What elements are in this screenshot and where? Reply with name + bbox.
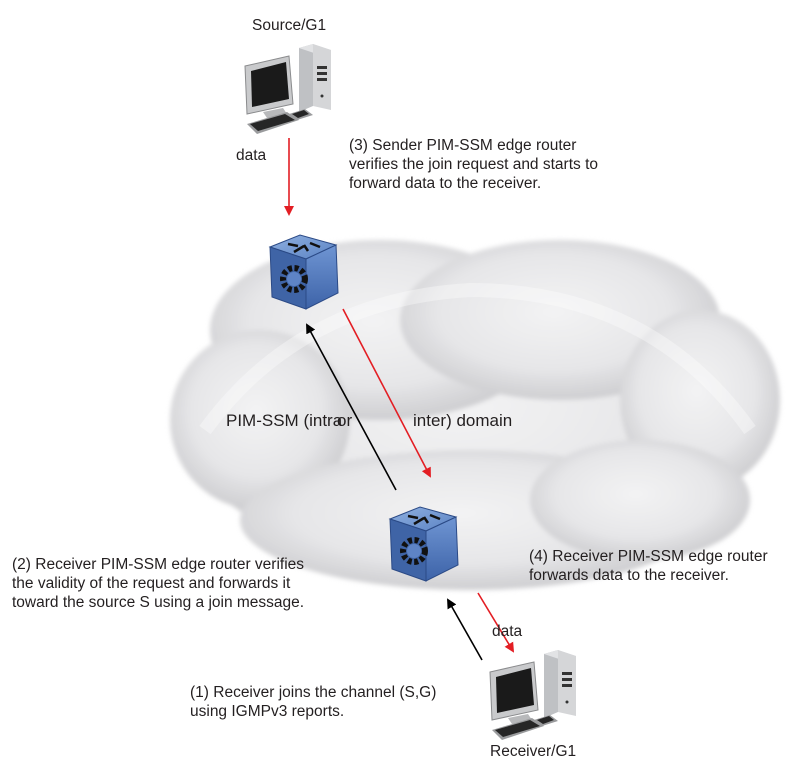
data-label-source: data [236,147,267,164]
step3-line: verifies the join request and starts to [349,156,598,173]
data-arrow-receiver-router-to-receiver [477,592,515,653]
sender-router [264,231,344,316]
data-arrow-sender-to-receiver-router [342,308,431,478]
source-computer [243,44,335,139]
join-arrow-receiver-to-receiver-router [447,598,483,661]
router-icon [268,234,339,310]
step4-description: (4) Receiver PIM-SSM edge router forward… [529,547,768,585]
step1-line: using IGMPv3 reports. [190,703,345,720]
step3-line: (3) Sender PIM-SSM edge router [349,137,577,154]
step4-line: forwards data to the receiver. [529,567,729,584]
step2-description: (2) Receiver PIM-SSM edge router verifie… [12,555,304,612]
source-label: Source/G1 [252,17,327,34]
join-arrow-receiver-router-to-sender-router [306,323,397,491]
cloud-label-inter: inter) domain [413,411,513,430]
cloud-label-intra: PIM-SSM (intra [226,411,343,430]
step4-line: (4) Receiver PIM-SSM edge router [529,548,768,565]
desktop-computer-icon [244,44,331,134]
step3-line: forward data to the receiver. [349,175,542,192]
data-label-receiver: data [492,623,523,640]
desktop-computer-icon [489,650,576,740]
step1-description: (1) Receiver joins the channel (S,G) usi… [190,683,436,721]
step2-line: (2) Receiver PIM-SSM edge router verifie… [12,556,305,573]
receiver-router [384,503,464,588]
step2-line: toward the source S using a join message… [12,594,305,611]
step3-description: (3) Sender PIM-SSM edge router verifies … [349,136,598,193]
step1-line: (1) Receiver joins the channel (S,G) [190,684,437,701]
receiver-label: Receiver/G1 [490,743,577,760]
step2-line: the validity of the request and forwards… [12,575,291,592]
cloud-label-or: or [337,411,353,430]
router-icon [388,506,459,582]
receiver-computer [488,650,580,745]
